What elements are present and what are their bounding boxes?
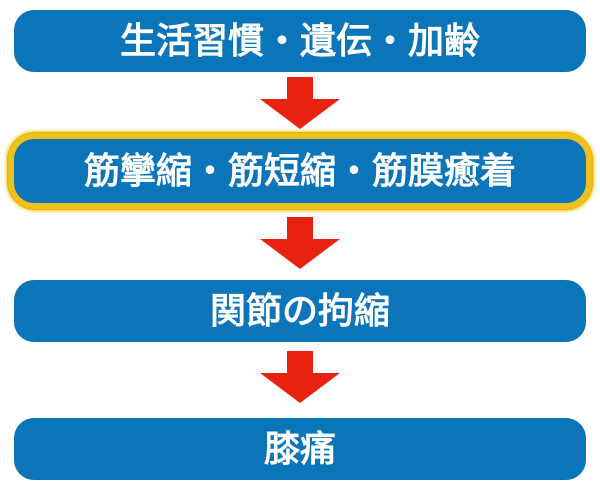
flow-step-lifestyle-heredity-aging: 生活習慣・遺伝・加齢 [14, 10, 586, 72]
flow-step-label: 生活習慣・遺伝・加齢 [119, 20, 480, 61]
flow-step-muscle-spasm-shortening-adhesion: 筋攣縮・筋短縮・筋膜癒着 [14, 139, 586, 203]
down-arrow-icon [260, 217, 340, 269]
down-arrow-icon [260, 351, 340, 403]
flow-step-joint-contracture: 関節の拘縮 [14, 280, 586, 342]
flow-step-highlight-outline: 筋攣縮・筋短縮・筋膜癒着 [8, 133, 592, 209]
flow-step-label: 筋攣縮・筋短縮・筋膜癒着 [83, 150, 516, 191]
down-arrow-shape [260, 217, 340, 269]
down-arrow-shape [260, 77, 340, 129]
flow-step-knee-pain: 膝痛 [14, 418, 586, 480]
flow-step-label: 関節の拘縮 [209, 290, 390, 331]
down-arrow-icon [260, 77, 340, 129]
flow-step-label: 膝痛 [263, 428, 336, 469]
down-arrow-shape [260, 351, 340, 403]
